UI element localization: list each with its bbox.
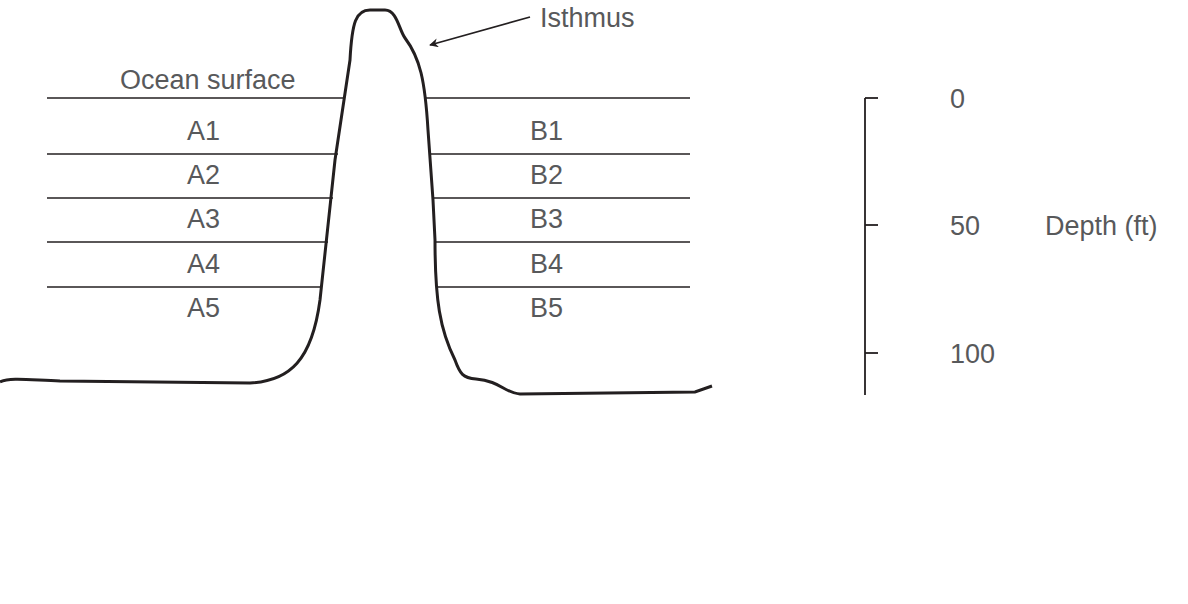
scale-tick xyxy=(865,97,878,99)
depth-line xyxy=(47,286,322,288)
zone-label: B5 xyxy=(530,295,563,322)
depth-line xyxy=(47,197,333,199)
depth-line xyxy=(435,241,690,243)
surface-label: Ocean surface xyxy=(120,67,296,94)
zone-label: B3 xyxy=(530,206,563,233)
leader-arrow xyxy=(430,17,530,45)
zone-label: A3 xyxy=(187,206,220,233)
scale-value: 50 xyxy=(950,213,980,240)
zone-label: B4 xyxy=(530,251,563,278)
zone-label: A1 xyxy=(187,118,220,145)
axis-title: Depth (ft) xyxy=(1045,213,1158,240)
depth-line xyxy=(47,153,338,155)
scale-tick xyxy=(865,352,878,354)
zone-label: A5 xyxy=(187,295,220,322)
scale-value: 0 xyxy=(950,86,965,113)
depth-scale-axis xyxy=(864,98,866,395)
zone-label: B2 xyxy=(530,162,563,189)
scale-value: 100 xyxy=(950,341,995,368)
zone-label: A4 xyxy=(187,251,220,278)
depth-line xyxy=(425,97,690,99)
depth-line xyxy=(432,197,690,199)
depth-line xyxy=(430,153,690,155)
depth-line xyxy=(47,241,328,243)
zone-label: B1 xyxy=(530,118,563,145)
depth-line xyxy=(437,286,690,288)
callout-label: Isthmus xyxy=(540,5,635,32)
seafloor-profile xyxy=(0,10,712,394)
depth-line xyxy=(47,97,343,99)
scale-tick xyxy=(865,224,878,226)
zone-label: A2 xyxy=(187,162,220,189)
